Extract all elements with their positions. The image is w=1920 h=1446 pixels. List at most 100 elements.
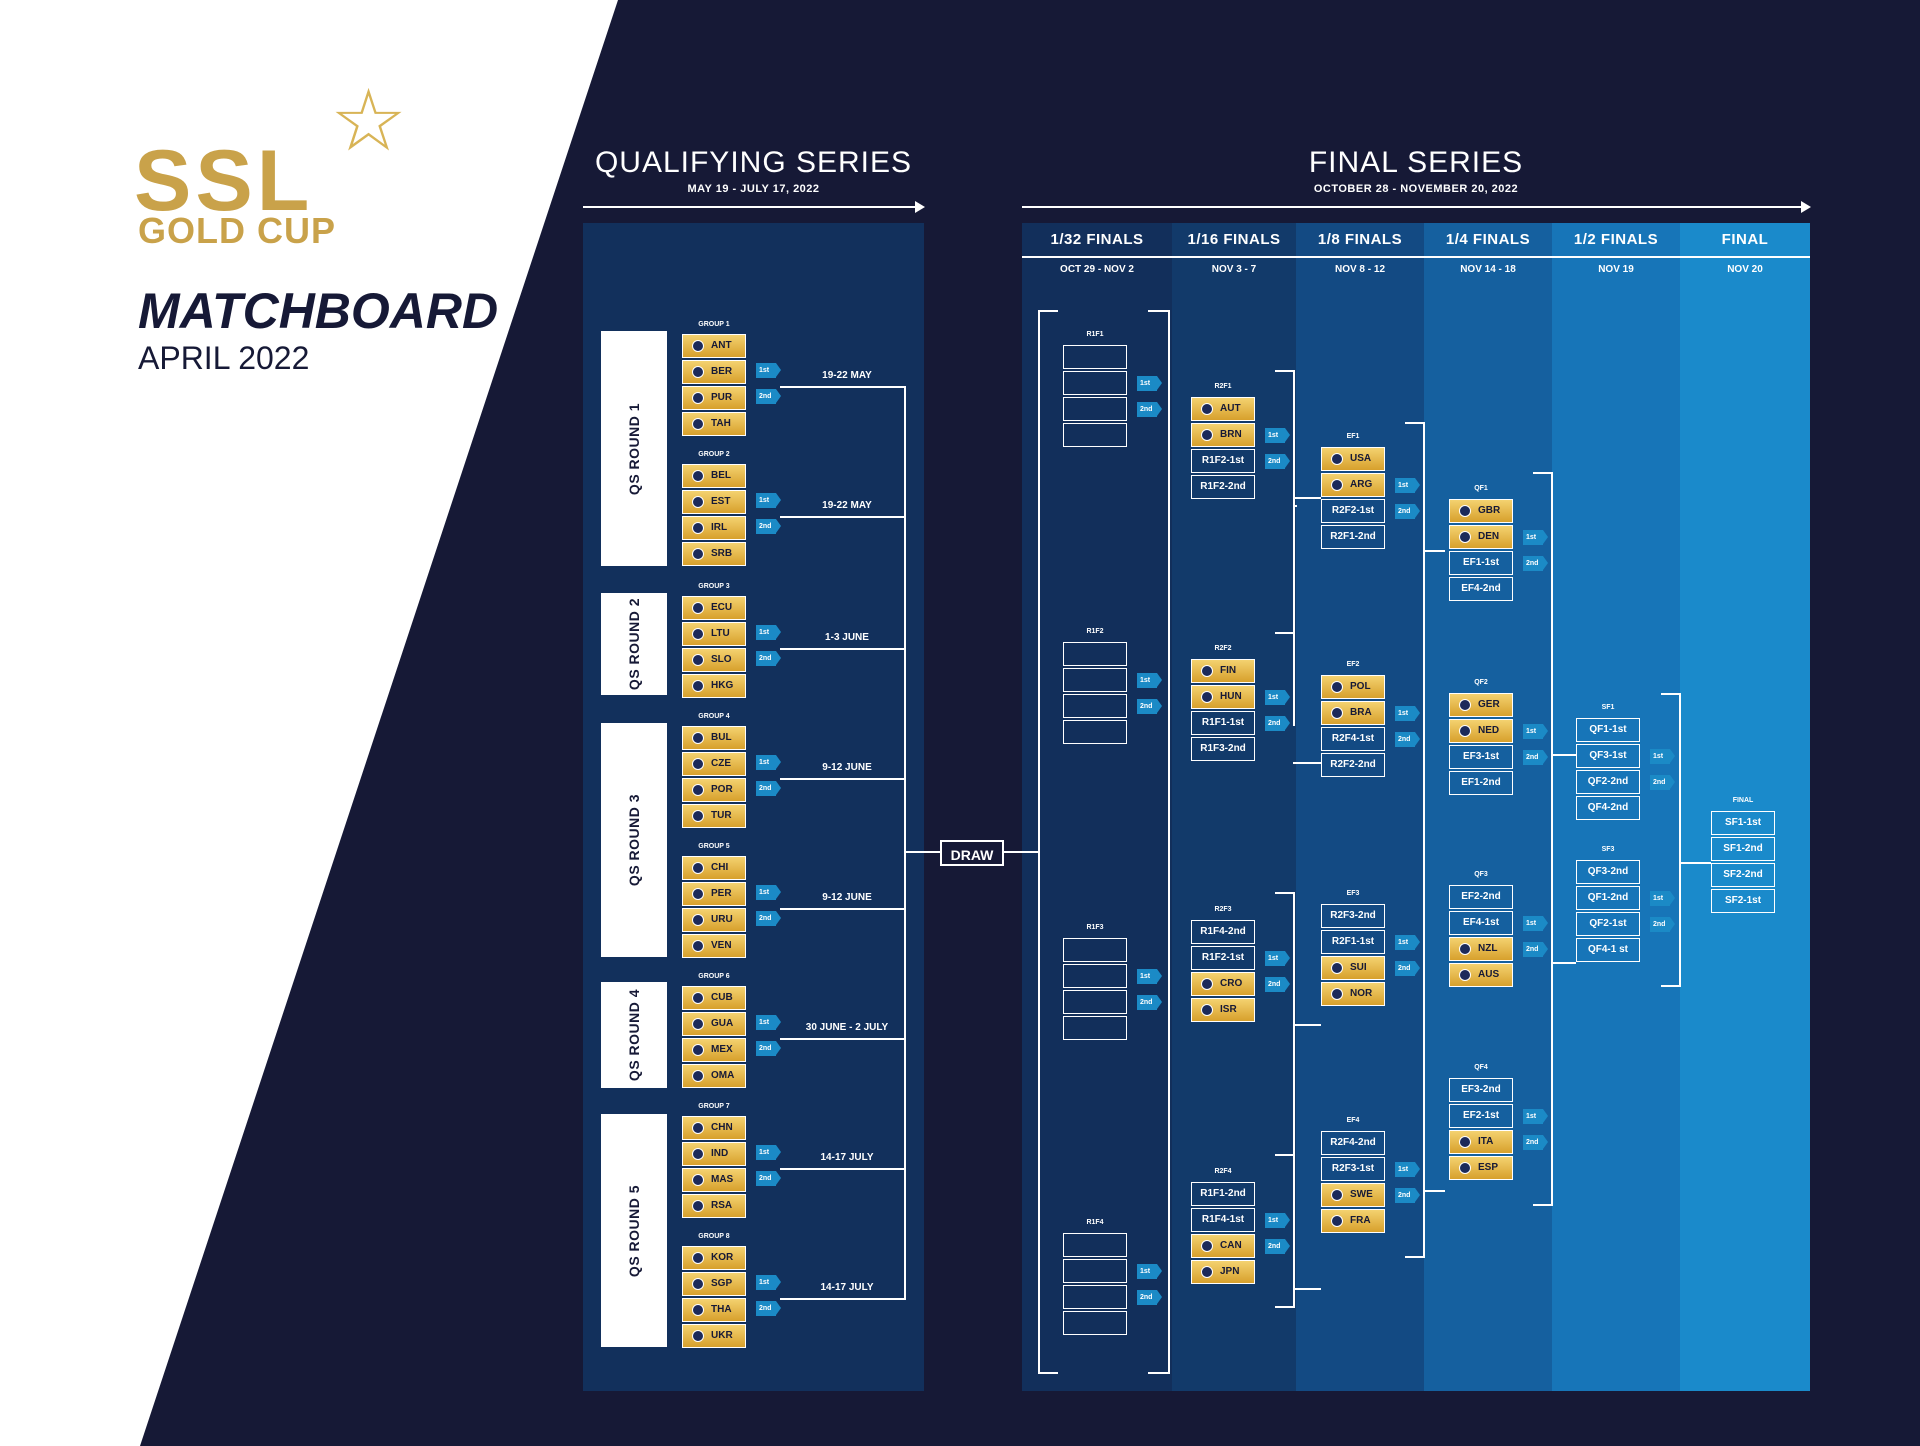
flag-icon [692, 548, 704, 560]
seed-slot: EF2-2nd [1449, 885, 1513, 909]
seed-slot: QF4-2nd [1576, 796, 1640, 820]
seed-slot: EF1-2nd [1449, 771, 1513, 795]
flag-icon [1331, 988, 1343, 1000]
second-place-badge: 2nd [1395, 961, 1420, 976]
flag-icon [692, 366, 704, 378]
first-place-badge: 1st [1523, 724, 1548, 739]
tie-label: EF3 [1346, 890, 1360, 897]
connector-line [1423, 422, 1425, 1258]
flag-icon [692, 654, 704, 666]
group-label: GROUP 8 [698, 1233, 730, 1240]
qs-round-box: QS ROUND 4 [601, 982, 667, 1088]
flag-icon [692, 470, 704, 482]
team-slot: FRA [1321, 1209, 1385, 1233]
flag-icon [1201, 1004, 1213, 1016]
second-place-badge: 2nd [1523, 750, 1548, 765]
second-place-badge: 2nd [1137, 995, 1162, 1010]
seed-slot: QF3-2nd [1576, 860, 1640, 884]
flag-icon [1459, 1162, 1471, 1174]
seed-slot: R1F2-2nd [1191, 475, 1255, 499]
seed-slot: QF3-1st [1576, 744, 1640, 768]
connector-line [780, 1298, 906, 1300]
seed-slot: R2F1-2nd [1321, 525, 1385, 549]
connector-line [1423, 1190, 1445, 1192]
column-header: 1/4 FINALS [1445, 231, 1531, 248]
qs-round-box: QS ROUND 3 [601, 723, 667, 957]
seed-slot: EF3-1st [1449, 745, 1513, 769]
connector-line [780, 1038, 906, 1040]
flag-icon [692, 1304, 704, 1316]
tie-label: QF3 [1474, 871, 1488, 878]
flag-icon [1459, 1136, 1471, 1148]
flag-icon [692, 810, 704, 822]
flag-icon [692, 680, 704, 692]
first-place-badge: 1st [1265, 690, 1290, 705]
column-header: 1/16 FINALS [1187, 231, 1281, 248]
header-rule [1022, 256, 1810, 258]
qs-round-box: QS ROUND 1 [601, 331, 667, 566]
flag-icon [1201, 1240, 1213, 1252]
empty-slot [1063, 938, 1127, 962]
connector-line [780, 386, 906, 388]
second-place-badge: 2nd [756, 519, 781, 534]
team-slot: ECU [682, 596, 746, 620]
connector-line [1551, 472, 1553, 1206]
connector-line [1661, 985, 1681, 987]
qs-round-box: QS ROUND 5 [601, 1114, 667, 1347]
tie-label: R1F4 [1086, 1219, 1104, 1226]
first-place-badge: 1st [1523, 530, 1548, 545]
empty-slot [1063, 720, 1127, 744]
flag-icon [1331, 681, 1343, 693]
second-place-badge: 2nd [1650, 775, 1675, 790]
tie-label: QF1 [1474, 485, 1488, 492]
tie-label: R2F3 [1214, 906, 1232, 913]
flag-icon [692, 1200, 704, 1212]
connector-line [1004, 851, 1040, 853]
logo-gold-cup: GOLD CUP [138, 210, 337, 251]
first-place-badge: 1st [1137, 376, 1162, 391]
flag-icon [692, 914, 704, 926]
second-place-badge: 2nd [756, 1301, 781, 1316]
first-place-badge: 1st [1265, 1213, 1290, 1228]
flag-icon [692, 732, 704, 744]
flag-icon [692, 1070, 704, 1082]
first-place-badge: 1st [756, 755, 781, 770]
second-place-badge: 2nd [756, 1171, 781, 1186]
group-label: GROUP 5 [698, 843, 730, 850]
empty-slot [1063, 990, 1127, 1014]
flag-icon [692, 340, 704, 352]
connector-line [1038, 310, 1058, 312]
tie-label: EF1 [1346, 433, 1360, 440]
first-place-badge: 1st [1650, 749, 1675, 764]
logo-ssl: SSL [134, 133, 314, 229]
empty-slot [1063, 371, 1127, 395]
first-place-badge: 1st [1265, 428, 1290, 443]
flag-icon [1459, 531, 1471, 543]
connector-line [780, 1168, 906, 1170]
flag-icon [692, 862, 704, 874]
column-header: FINAL [1721, 231, 1769, 248]
second-place-badge: 2nd [1523, 942, 1548, 957]
first-place-badge: 1st [1395, 935, 1420, 950]
team-slot: SLO [682, 648, 746, 672]
column-dates: NOV 20 [1727, 264, 1763, 275]
connector-line [1533, 1204, 1553, 1206]
connector-line [904, 851, 940, 853]
connector-line [1275, 1154, 1295, 1156]
connector-line [1551, 962, 1576, 964]
connector-line [1275, 1306, 1295, 1308]
connector-line [1148, 310, 1168, 312]
team-slot: MAS [682, 1168, 746, 1192]
seed-slot: EF2-1st [1449, 1104, 1513, 1128]
seed-slot: R1F3-2nd [1191, 737, 1255, 761]
connector-line [1168, 310, 1170, 1374]
seed-slot: R2F2-1st [1321, 499, 1385, 523]
connector-line [1293, 1024, 1321, 1026]
flag-icon [1331, 453, 1343, 465]
empty-slot [1063, 397, 1127, 421]
flag-icon [692, 784, 704, 796]
empty-slot [1063, 694, 1127, 718]
tie-label: QF2 [1474, 679, 1488, 686]
flag-icon [692, 1044, 704, 1056]
flag-icon [1459, 725, 1471, 737]
